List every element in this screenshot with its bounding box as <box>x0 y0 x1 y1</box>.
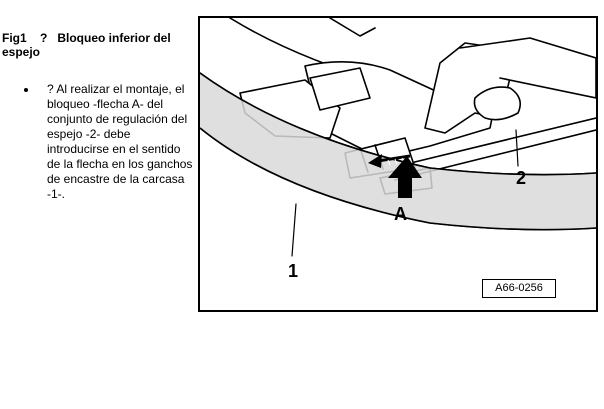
instruction-text: ? Al realizar el montaje, el bloqueo -fl… <box>47 82 193 201</box>
adjustment-rail <box>389 117 596 169</box>
caption: Fig1 ? Bloqueo inferior del espejo <box>2 31 175 59</box>
lock-arrow-a <box>388 156 422 198</box>
mirror-lock-figure: A 1 2 A66-0256 <box>198 16 598 312</box>
housing-outer-edge-overlay <box>200 72 596 176</box>
housing-band <box>200 73 596 230</box>
figure-id: A66-0256 <box>482 279 556 298</box>
upper-housing-tab <box>329 18 376 37</box>
bracket-knob <box>473 86 521 121</box>
label-1: 1 <box>288 261 298 281</box>
leader-line-2 <box>515 129 519 167</box>
leader-line-1 <box>291 203 297 257</box>
instruction-item: ? Al realizar el montaje, el bloqueo -fl… <box>24 82 194 202</box>
bracket-arm <box>459 37 596 99</box>
instruction-list: ? Al realizar el montaje, el bloqueo -fl… <box>24 82 194 202</box>
label-2: 2 <box>516 168 526 188</box>
housing-inner-edge-overlay <box>200 127 596 231</box>
label-a: A <box>394 204 407 224</box>
mechanism-lever <box>309 67 371 111</box>
mirror-assembly-drawing: A 1 2 <box>200 18 596 281</box>
bullet-icon <box>24 88 28 92</box>
